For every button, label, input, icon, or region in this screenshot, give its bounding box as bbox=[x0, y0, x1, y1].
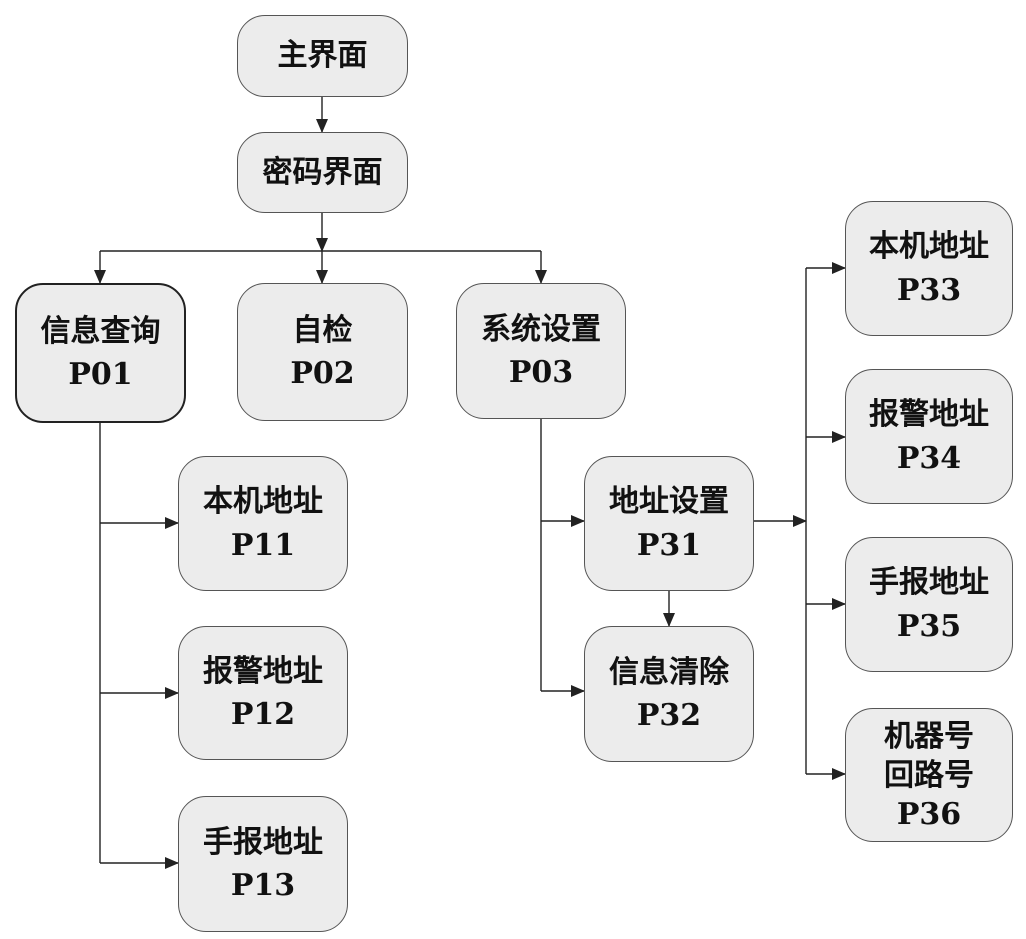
node-manual-alarm-address-p13: 手报地址 P13 bbox=[178, 796, 348, 932]
node-manual-alarm-address-p35: 手报地址 P35 bbox=[845, 537, 1013, 672]
node-code: P34 bbox=[896, 440, 962, 476]
node-code: P35 bbox=[896, 608, 962, 644]
node-label: 主界面 bbox=[277, 38, 368, 74]
node-label: 信息查询 bbox=[40, 313, 161, 349]
node-info-query: 信息查询 P01 bbox=[15, 283, 186, 423]
node-label: 报警地址 bbox=[869, 397, 989, 432]
node-label: 系统设置 bbox=[481, 311, 601, 347]
node-code: P31 bbox=[636, 527, 702, 563]
node-label: 本机地址 bbox=[869, 229, 989, 264]
node-code: P03 bbox=[508, 355, 574, 390]
node-label: 报警地址 bbox=[203, 653, 323, 689]
node-code: P11 bbox=[230, 527, 296, 563]
node-code: P13 bbox=[230, 868, 296, 903]
node-main-screen: 主界面 bbox=[237, 15, 408, 97]
node-password-screen: 密码界面 bbox=[237, 132, 408, 213]
node-label: 密码界面 bbox=[262, 154, 383, 190]
node-code: P01 bbox=[68, 357, 133, 392]
node-code: P12 bbox=[230, 697, 296, 732]
node-label: 地址设置 bbox=[609, 484, 729, 519]
node-label: 信息清除 bbox=[609, 654, 729, 690]
node-machine-loop-number: 机器号 回路号 P36 bbox=[845, 708, 1013, 842]
node-system-settings: 系统设置 P03 bbox=[456, 283, 626, 419]
node-info-clear: 信息清除 P32 bbox=[584, 626, 754, 762]
node-code: P02 bbox=[290, 356, 355, 391]
node-local-address-p11: 本机地址 P11 bbox=[178, 456, 348, 591]
node-code: P33 bbox=[896, 272, 962, 308]
node-label-line1: 机器号 bbox=[884, 718, 974, 754]
node-alarm-address-p12: 报警地址 P12 bbox=[178, 626, 348, 760]
node-code: P32 bbox=[636, 698, 702, 733]
node-label: 手报地址 bbox=[203, 824, 323, 860]
node-label: 自检 bbox=[292, 312, 353, 348]
node-label: 手报地址 bbox=[869, 565, 989, 600]
node-label-line2: 回路号 bbox=[884, 757, 974, 793]
node-alarm-address-p34: 报警地址 P34 bbox=[845, 369, 1013, 504]
node-address-settings: 地址设置 P31 bbox=[584, 456, 754, 591]
node-local-address-p33: 本机地址 P33 bbox=[845, 201, 1013, 336]
node-label: 本机地址 bbox=[203, 484, 323, 519]
node-self-check: 自检 P02 bbox=[237, 283, 408, 421]
node-code: P36 bbox=[896, 796, 962, 832]
